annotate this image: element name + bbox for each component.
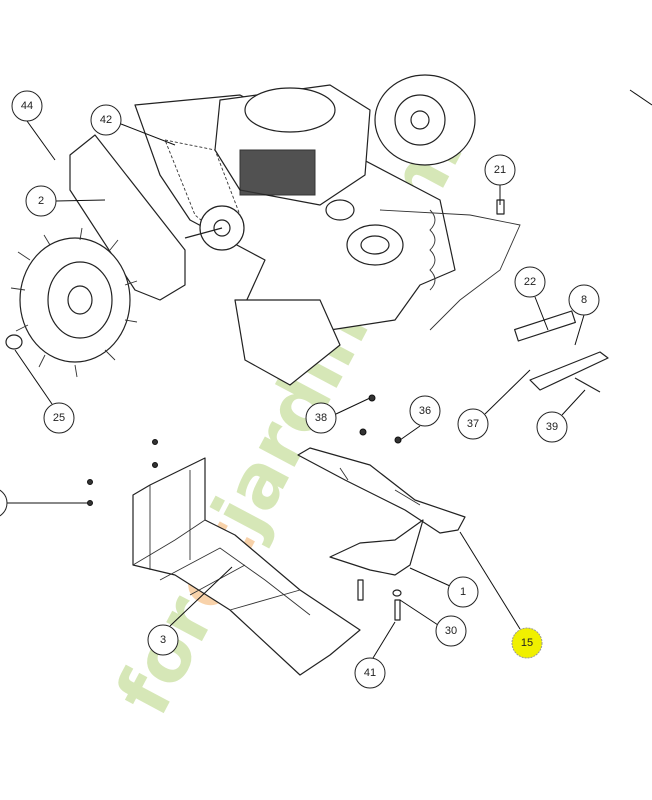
svg-text:2: 2 (38, 195, 44, 207)
callout-1: 1 (447, 576, 479, 608)
svg-text:38: 38 (315, 412, 327, 424)
svg-text:21: 21 (494, 164, 506, 176)
svg-text:1: 1 (460, 586, 466, 598)
wheel-right (374, 74, 476, 166)
callout-39: 39 (536, 411, 568, 443)
bottom-guard (132, 457, 361, 676)
svg-text:3: 3 (160, 634, 166, 646)
callout-8: 8 (568, 284, 600, 316)
leader-lines (0, 89, 652, 659)
callout-2: 2 (25, 185, 57, 217)
svg-text:37: 37 (467, 418, 479, 430)
engine (214, 84, 404, 266)
callout-21: 21 (484, 154, 516, 186)
callout-38: 38 (305, 402, 337, 434)
chain-drive (164, 139, 245, 251)
svg-text:25: 25 (53, 412, 65, 424)
svg-text:44: 44 (21, 100, 33, 112)
callout-37: 37 (457, 408, 489, 440)
chain-guard (69, 134, 186, 301)
svg-text:39: 39 (546, 421, 558, 433)
svg-text:30: 30 (445, 625, 457, 637)
callout-25: 25 (43, 402, 75, 434)
wheel-left (10, 227, 138, 378)
callout-36: 36 (409, 395, 441, 427)
svg-text:42: 42 (100, 114, 112, 126)
callout-42: 42 (90, 104, 122, 136)
svg-text:36: 36 (419, 405, 431, 417)
callout-30: 30 (435, 615, 467, 647)
callout-3: 3 (147, 624, 179, 656)
svg-text:15: 15 (521, 637, 533, 649)
callout-22: 22 (514, 266, 546, 298)
callout-partial-left (0, 489, 8, 517)
callout-44: 44 (11, 90, 43, 122)
chassis-frame (134, 94, 521, 386)
svg-text:8: 8 (581, 294, 587, 306)
callout-15-highlighted[interactable]: 15 (511, 627, 543, 659)
skid-plate (297, 447, 466, 576)
svg-text:22: 22 (524, 276, 536, 288)
callout-41: 41 (354, 657, 386, 689)
svg-text:41: 41 (364, 667, 376, 679)
